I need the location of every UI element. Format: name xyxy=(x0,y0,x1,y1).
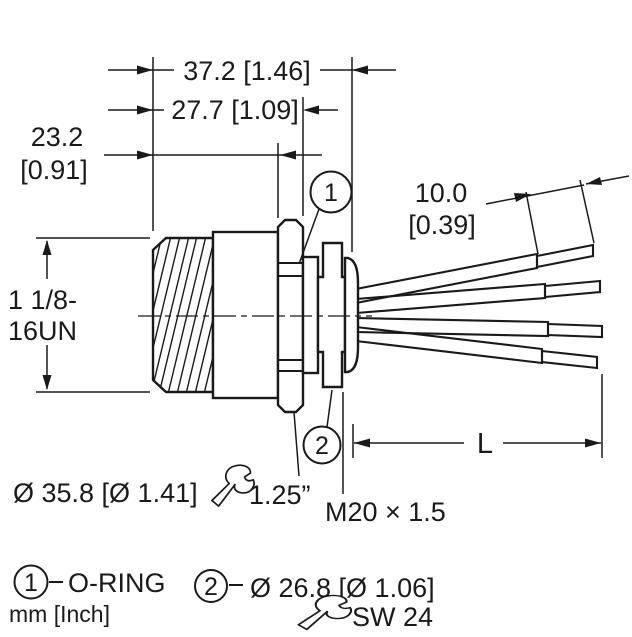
dim-front-thread-label-line1: 1 1/8- xyxy=(8,285,77,315)
dim-strip-length-label-mm: 10.0 xyxy=(415,178,468,208)
legend: 1 O-RING mm [Inch] 2 Ø 26.8 [Ø 1.06] SW … xyxy=(9,564,435,632)
dim-body-length: 27.7 [1.09] xyxy=(108,95,338,216)
arrowhead xyxy=(137,65,153,75)
legend-item-1: 1 O-RING mm [Inch] xyxy=(9,564,166,627)
legend-item-1-number: 1 xyxy=(24,569,38,597)
legend-item-2: 2 Ø 26.8 [Ø 1.06] SW 24 xyxy=(194,569,435,632)
rear-gland xyxy=(343,256,360,374)
label-flange-diameter: Ø 35.8 [Ø 1.41] 1.25” xyxy=(13,411,311,510)
legend-item-1-circle xyxy=(13,564,49,600)
dim-front-length-label-inch: [0.91] xyxy=(20,155,88,185)
dim-strip-length-label-inch: [0.39] xyxy=(408,210,476,240)
dim-overall-length-label: 37.2 [1.46] xyxy=(183,56,311,86)
body-cylinder xyxy=(211,230,280,400)
thread-hatch xyxy=(153,238,213,392)
callout-2-number: 2 xyxy=(315,432,329,460)
legend-item-1-label: O-RING xyxy=(68,568,166,598)
dim-front-length: 23.2 [0.91] xyxy=(20,122,322,218)
rear-locknut xyxy=(316,241,347,389)
arrowhead xyxy=(585,438,601,448)
arrowhead xyxy=(586,177,602,185)
callout-1-circle xyxy=(309,170,353,214)
wire-2-stripped-tip xyxy=(543,279,602,299)
callout-2-circle xyxy=(302,425,342,465)
rear-thread-label: M20 × 1.5 xyxy=(325,497,446,527)
wire-2 xyxy=(354,279,602,315)
wire-1-stripped-tip xyxy=(535,243,595,269)
arrowhead xyxy=(354,438,370,448)
wrench-icon xyxy=(211,464,255,507)
dim-overall-length: 37.2 [1.46] xyxy=(108,56,396,252)
dim-strip-length: 10.0 [0.39] xyxy=(408,175,630,255)
o-ring-neck xyxy=(301,255,320,375)
wire-1-insulation xyxy=(354,252,539,305)
connector-body xyxy=(138,218,372,414)
arrowhead xyxy=(137,105,153,115)
callout-1-number: 1 xyxy=(324,179,338,207)
wire-1 xyxy=(354,243,595,305)
label-rear-thread: M20 × 1.5 xyxy=(325,392,446,527)
callout-2: 2 xyxy=(302,389,342,465)
units-note: mm [Inch] xyxy=(9,601,110,627)
legend-item-2-wrench-size: SW 24 xyxy=(352,602,433,632)
arrowhead xyxy=(42,375,52,390)
callout-1: 1 xyxy=(298,170,353,265)
dim-front-length-label-mm: 23.2 xyxy=(31,122,84,152)
dim-front-thread: 1 1/8- 16UN xyxy=(8,237,150,393)
dim-cable-length: L xyxy=(352,374,603,460)
legend-item-2-circle xyxy=(194,569,228,603)
flange-diameter-label: Ø 35.8 [Ø 1.41] xyxy=(13,478,198,508)
arrowhead xyxy=(352,65,368,75)
dim-front-thread-label-line2: 16UN xyxy=(8,316,77,346)
wire-3 xyxy=(354,316,604,339)
wires xyxy=(354,243,604,370)
dim-body-length-label: 27.7 [1.09] xyxy=(171,95,299,125)
legend-item-2-number: 2 xyxy=(204,573,218,601)
arrowhead xyxy=(42,240,52,255)
dim-cable-length-label: L xyxy=(477,428,493,460)
flange-wrench-size-label: 1.25” xyxy=(249,480,311,510)
wire-4-stripped-tip xyxy=(540,349,599,370)
wire-3-insulation xyxy=(354,316,550,338)
arrowhead xyxy=(280,150,296,160)
wire-3-stripped-tip xyxy=(546,322,604,339)
arrowhead xyxy=(303,105,319,115)
arrowhead xyxy=(137,150,153,160)
arrowhead xyxy=(514,193,531,202)
